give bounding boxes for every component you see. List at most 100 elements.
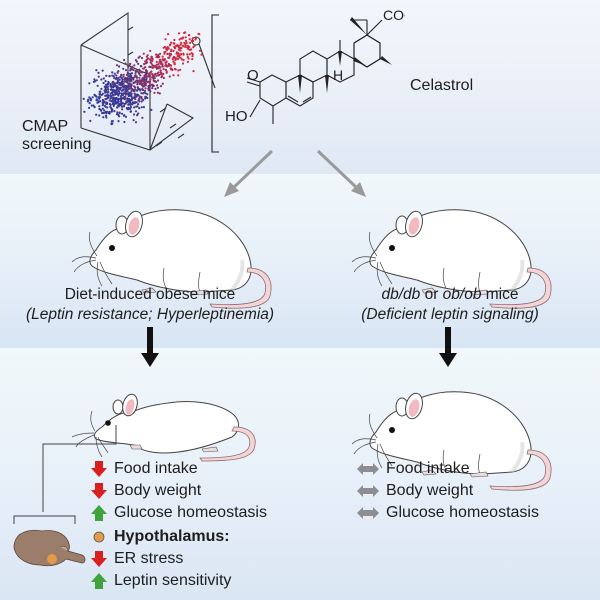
scatter-point [191,58,194,61]
scatter-point [129,62,132,65]
scatter-point [162,76,165,80]
scatter-point [142,52,145,55]
scatter-point [144,97,147,100]
scatter-point [103,85,106,88]
scatter-point [116,71,119,74]
scatter-point [117,76,120,80]
scatter-point [168,75,171,78]
scatter-point [117,104,120,107]
scatter-point [115,74,118,77]
scatter-point [121,105,124,108]
scatter-point [94,95,97,98]
scatter-point [157,74,160,77]
scatter-point [169,64,172,67]
scatter-point [120,104,123,107]
diverging-arrows [224,149,366,197]
scatter-point [176,55,179,58]
scatter-point [186,60,189,64]
scatter-point [124,88,127,91]
scatter-point [188,38,191,41]
scatter-point [137,112,140,115]
scatter-point [164,68,167,71]
scatter-point [145,62,148,65]
right-model-subtitle: (Deficient leptin signaling) [361,306,539,323]
scatter-point [164,50,167,53]
scatter-point [146,80,149,84]
scatter-point [120,73,123,76]
left-model-caption: Diet-induced obese mice (Leptin resistan… [0,285,300,325]
genotype-ob: ob/ob [442,286,482,303]
scatter-point [136,105,139,108]
left-outcomes-list: Food intake Body weight Glucose homeosta… [90,458,267,524]
scatter-point [124,86,127,89]
scatter-point [125,92,128,95]
scatter-point [172,56,176,59]
scatter-point [176,57,180,61]
scatter-point [161,65,164,68]
scatter-point [198,33,201,36]
scatter-point [163,59,166,62]
scatter-point [122,88,125,91]
scatter-point [129,92,132,95]
scatter-point [101,107,104,110]
right-model-title: db/db or ob/ob mice [300,285,600,305]
outcome-label: Food intake [114,460,198,477]
scatter-point [150,108,153,111]
scatter-point [182,45,185,48]
scatter-point [122,85,125,88]
scatter-point [98,107,101,111]
scatter-point [113,72,116,75]
scatter-point [132,68,135,72]
scatter-point [88,96,91,99]
scatter-point [194,38,197,41]
scatter-point [148,81,151,84]
scatter-point [130,98,133,101]
scatter-point [107,83,110,86]
scatter-point [112,83,115,86]
scatter-point [130,80,133,83]
scatter-point [110,100,113,103]
scatter-point [106,94,109,97]
scatter-point [110,120,113,123]
scatter-point [111,122,114,125]
scatter-point [156,66,159,69]
scatter-point [135,70,138,73]
green-up-arrow-icon [91,573,107,589]
scatter-point [118,65,121,68]
arrow-head-left [224,182,239,197]
scatter-point [173,38,176,42]
scatter-point [115,97,118,100]
scatter-point [104,80,107,83]
scatter-point [119,82,122,85]
scatter-point [149,71,152,74]
scatter-point [115,88,118,91]
scatter-point [134,110,138,113]
arrow-head-right [351,182,366,197]
hypothalamus-title: Hypothalamus: [114,528,230,545]
scatter-point [135,89,139,92]
scatter-point [140,106,143,109]
scatter-point [159,69,162,72]
scatter-point [134,121,138,124]
scatter-point [111,81,115,84]
scatter-point [170,68,173,71]
scatter-point [99,100,102,103]
scatter-point [103,100,106,103]
scatter-point [172,42,175,45]
scatter-point [124,115,128,118]
scatter-point [144,60,147,63]
bracket [211,14,219,153]
scatter-point [168,52,171,55]
gray-double-arrow-icon [357,507,379,519]
cmap-scatter-plot [80,11,216,151]
scatter-point [133,106,136,109]
cmap-screening-label: CMAP screening [22,118,91,154]
scatter-point [147,73,150,76]
title-connector: or [420,286,443,303]
scatter-point [144,92,147,95]
scatter-point [124,102,127,105]
scatter-point [143,79,147,82]
scatter-point [181,62,185,65]
scatter-point [118,112,121,115]
scatter-point [137,98,141,101]
